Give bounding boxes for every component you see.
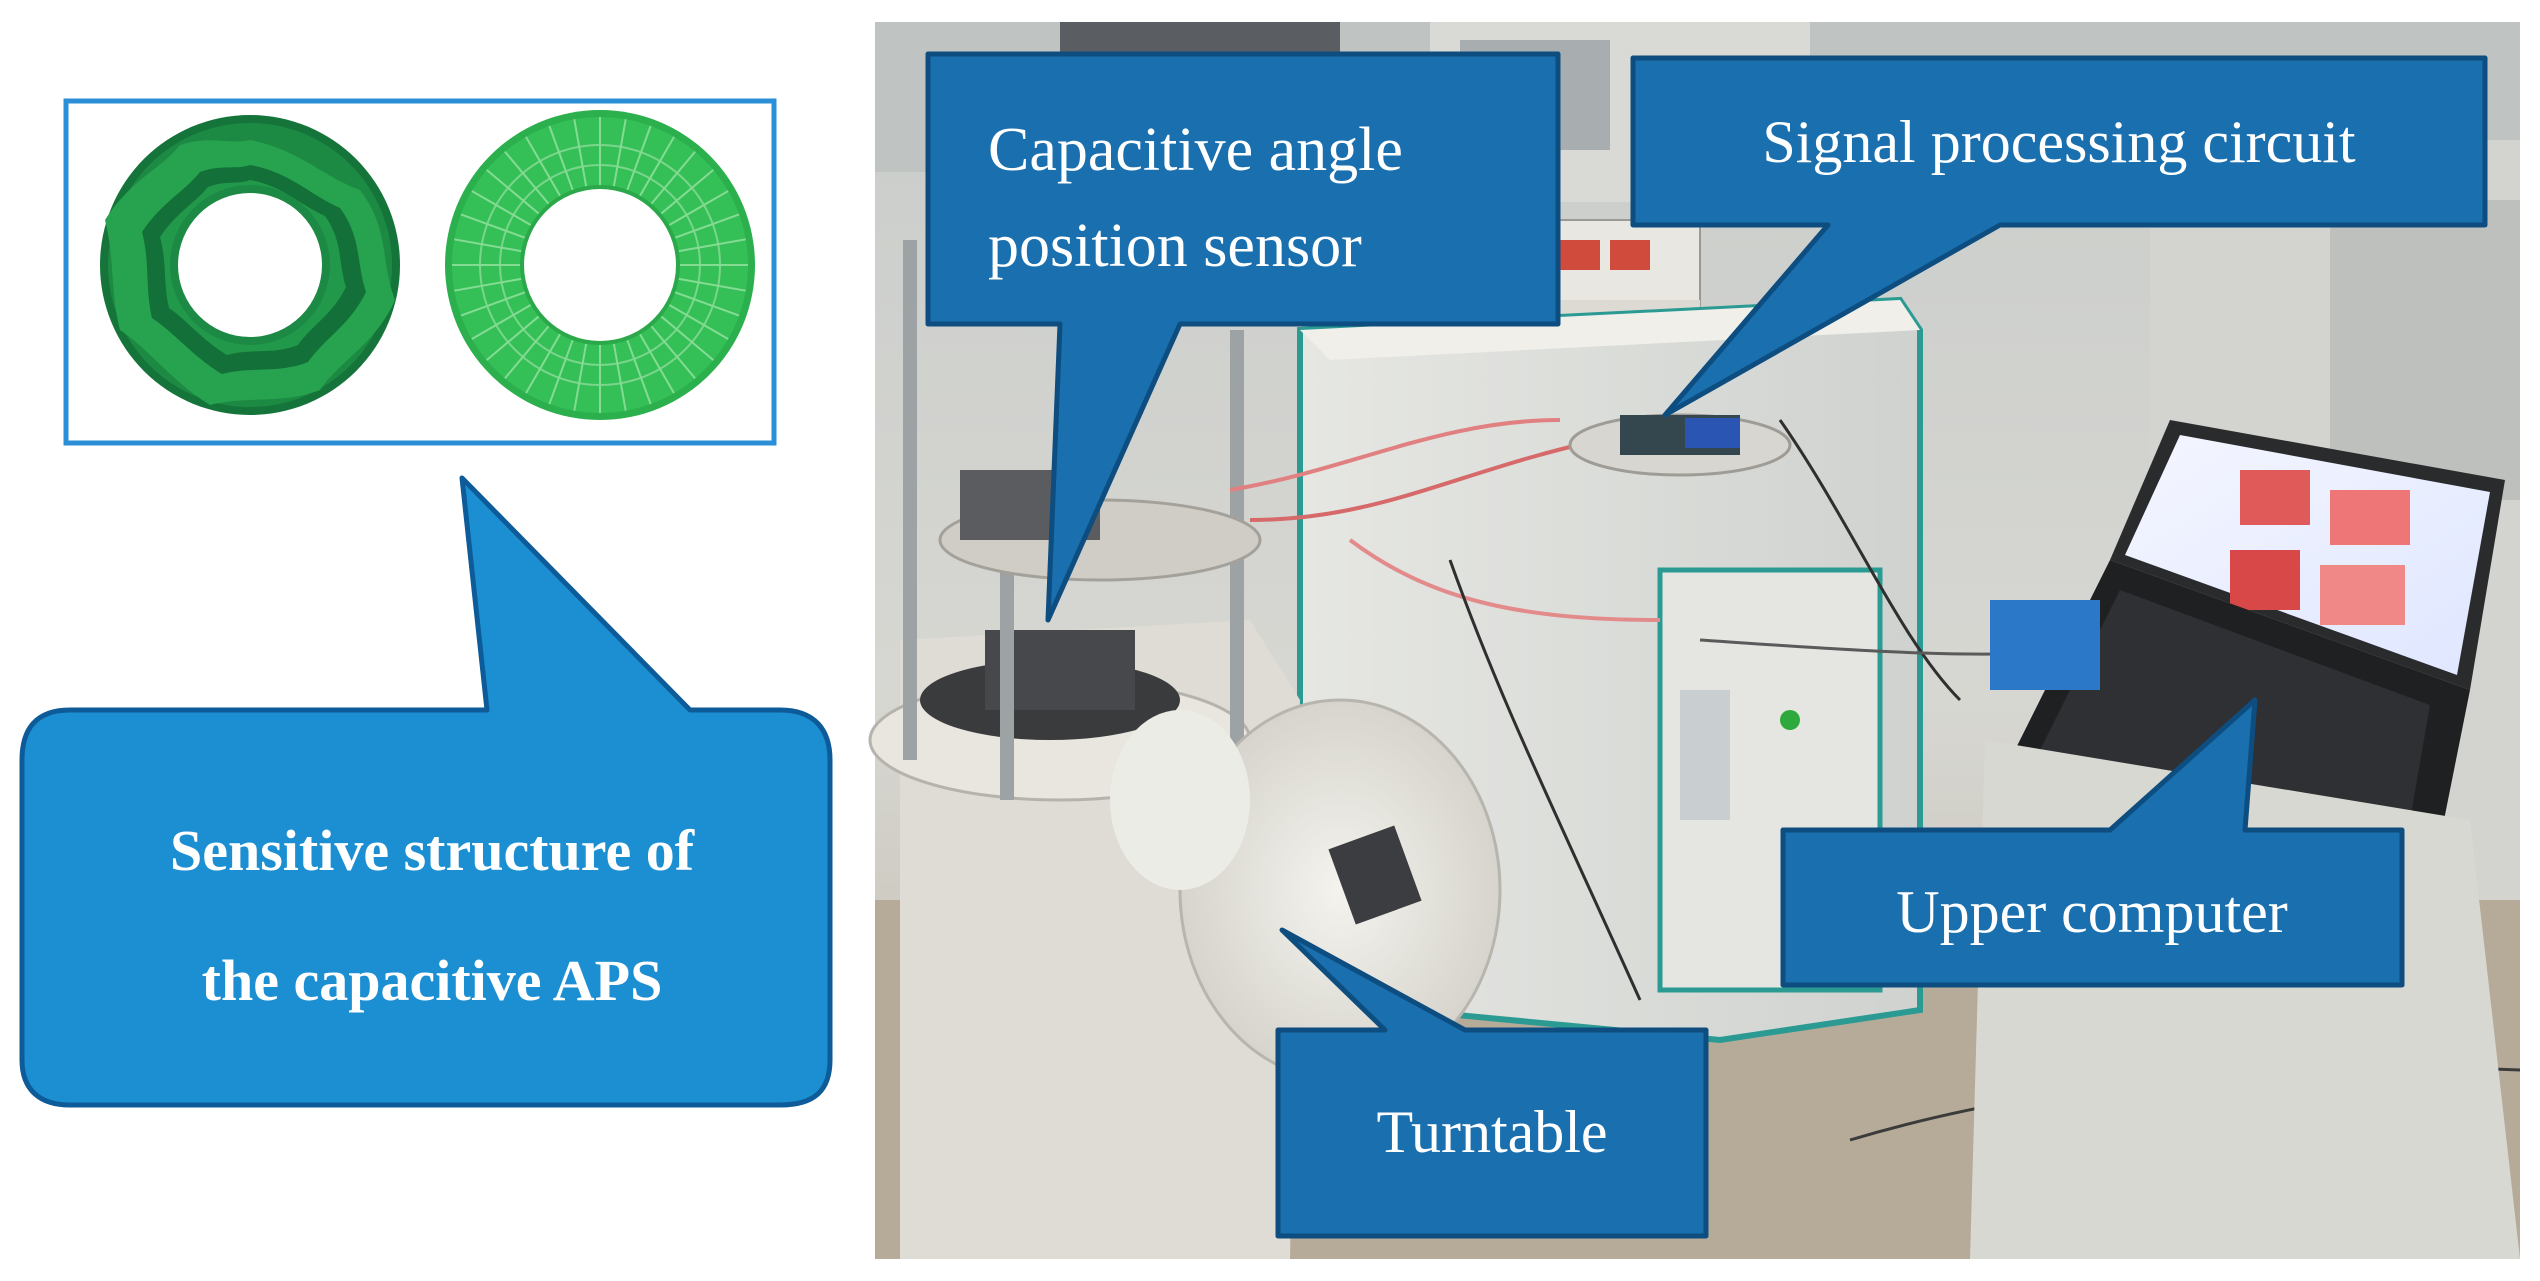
stator-electrode-line — [668, 190, 729, 226]
stator-electrode-line — [548, 125, 574, 191]
stator-electrode-line — [660, 315, 715, 361]
computer-callout-label: Upper computer — [1896, 879, 2288, 945]
circuit-callout: Signal processing circuit — [1630, 55, 2488, 418]
aps-structure-callout-line1: Sensitive structure of — [170, 818, 695, 883]
experiment-setup-photo — [868, 22, 2521, 1259]
stator-pcb-image — [445, 110, 755, 420]
stator-electrode-line — [678, 238, 746, 253]
stator-electrode-line — [626, 339, 652, 405]
stator-electrode-line — [454, 277, 522, 292]
aps-structure-callout-line2: the capacitive APS — [202, 948, 663, 1013]
aps-structure-callout: Sensitive structure of the capacitive AP… — [19, 475, 833, 1108]
sensor-callout-line2: position sensor — [988, 212, 1362, 280]
stator-electrode-line — [674, 291, 740, 317]
stator-electrode-line — [504, 325, 550, 380]
stator-electrode-line — [612, 119, 627, 187]
stator-electrode-line — [454, 238, 522, 253]
stator-electrode-lines — [452, 117, 748, 413]
stator-electrode-line — [573, 343, 588, 411]
stator-electrode-line — [504, 150, 550, 205]
stator-electrode-line — [668, 304, 729, 340]
computer-callout: Upper computer — [1780, 697, 2405, 988]
sensor-callout: Capacitive angle position sensor — [925, 51, 1561, 623]
stator-electrode-line — [471, 190, 532, 226]
stator-electrode-line — [525, 333, 561, 394]
turntable-callout-label: Turntable — [1376, 1099, 1607, 1165]
stator-electrode-line — [485, 315, 540, 361]
stator-electrode-line — [660, 169, 715, 215]
stator-electrode-line — [650, 150, 696, 205]
stator-electrode-line — [626, 125, 652, 191]
stator-electrode-line — [678, 277, 746, 292]
stator-electrode-line — [573, 119, 588, 187]
stator-electrode-line — [674, 213, 740, 239]
sensor-callout-line1: Capacitive angle — [988, 116, 1403, 184]
circuit-callout-label: Signal processing circuit — [1762, 109, 2356, 175]
stator-electrode-line — [471, 304, 532, 340]
stator-electrode-line — [525, 136, 561, 197]
stator-electrode-line — [639, 333, 675, 394]
stator-electrode-line — [650, 325, 696, 380]
stator-electrode-line — [460, 213, 526, 239]
rotor-pcb-image — [100, 115, 400, 415]
stator-electrode-line — [460, 291, 526, 317]
stator-electrode-line — [485, 169, 540, 215]
turntable-callout: Turntable — [1275, 927, 1709, 1239]
stator-electrode-line — [639, 136, 675, 197]
stator-electrode-line — [548, 339, 574, 405]
stator-electrode-line — [612, 343, 627, 411]
